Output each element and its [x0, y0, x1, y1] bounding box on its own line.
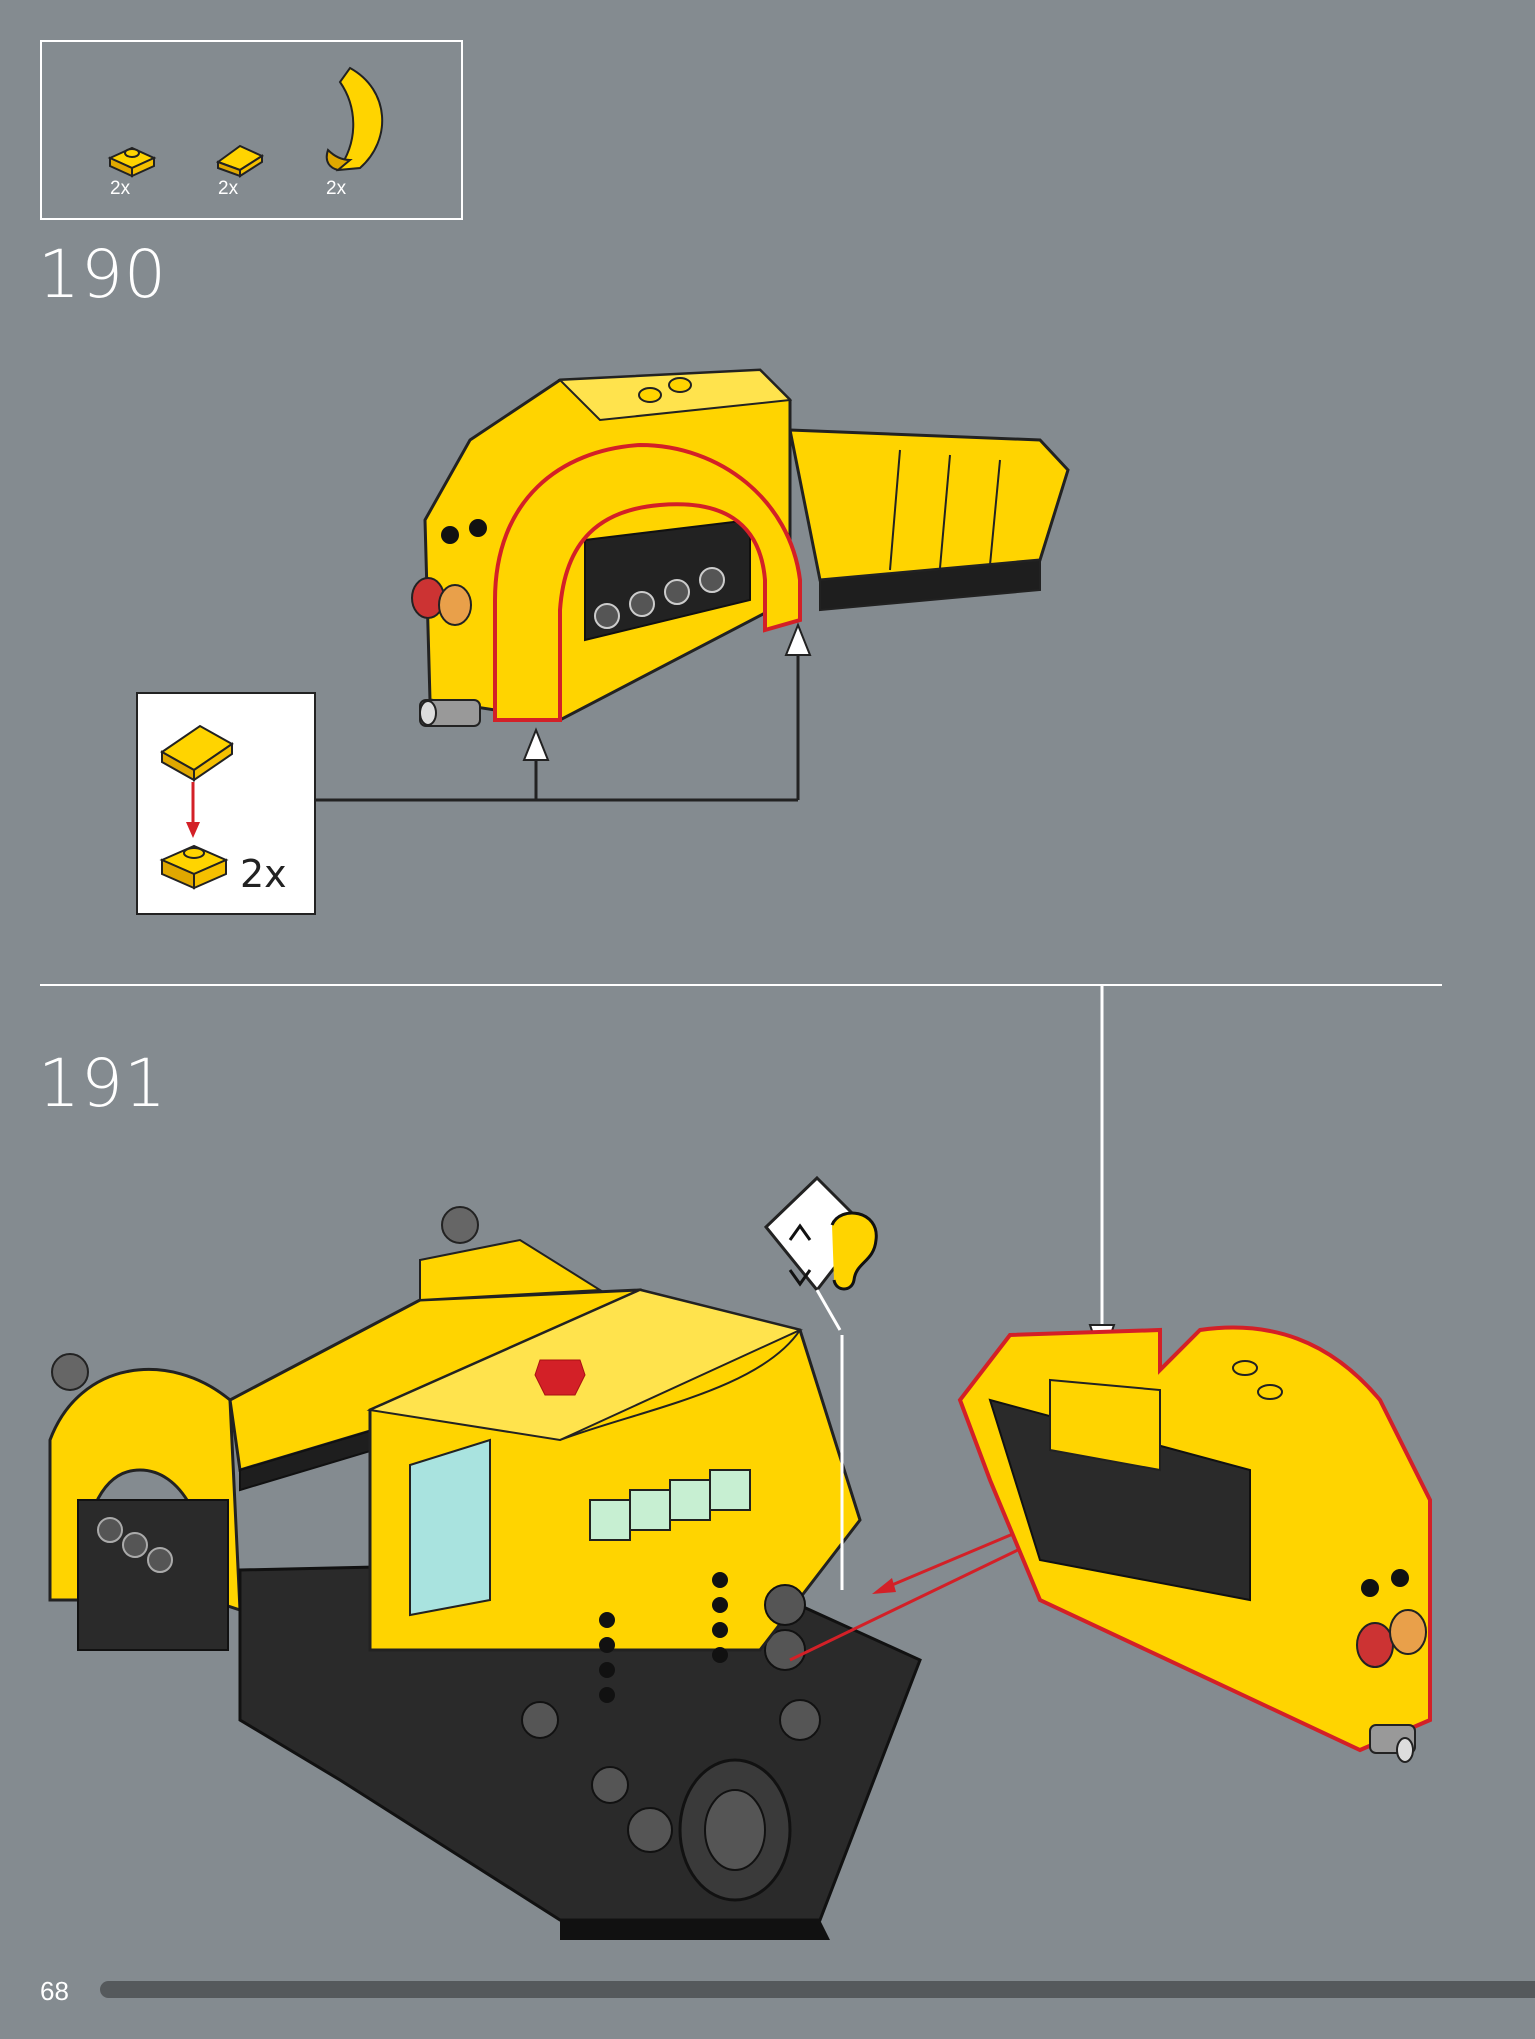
progress-bar [100, 1981, 1535, 1998]
yellow-slope-tile-icon [160, 724, 234, 782]
yellow-plate-1x1-icon [159, 844, 229, 890]
yellow-plate-1x1-icon [107, 146, 157, 178]
part-quantity: 2x [218, 178, 239, 199]
step-number: 191 [38, 1045, 167, 1122]
click-sound-ear-icon [763, 1175, 878, 1590]
parts-list-box [40, 40, 463, 220]
sub-assembly-quantity: 2x [240, 852, 287, 896]
yellow-slope-tile-icon [215, 144, 265, 178]
part-quantity: 2x [326, 178, 347, 199]
step-divider [40, 984, 1442, 986]
part-quantity: 2x [110, 178, 131, 199]
step-number: 190 [38, 236, 167, 313]
page-number: 68 [40, 1976, 69, 2006]
yellow-curved-arch-icon [325, 66, 384, 172]
sub-assembly-callout [136, 692, 316, 915]
